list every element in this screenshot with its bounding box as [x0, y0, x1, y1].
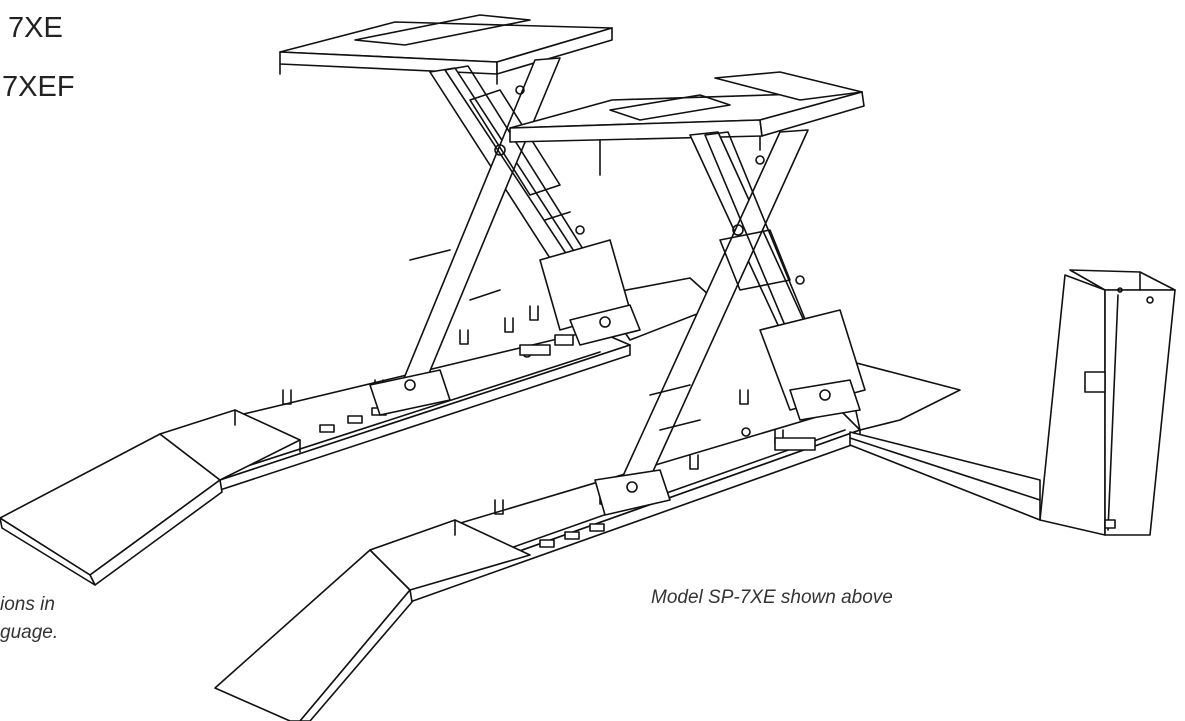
- power-unit-arm: [850, 432, 1040, 520]
- model-label-1: 7XE: [8, 12, 63, 44]
- front-back-ramp: [845, 360, 960, 430]
- model-label-2: 7XEF: [2, 71, 75, 103]
- rear-scissor: [280, 15, 640, 415]
- figure-caption: Model SP-7XE shown above: [651, 587, 893, 608]
- front-scissor: [510, 72, 865, 515]
- caption-left-line-2: guage.: [0, 622, 59, 643]
- power-unit-cabinet: [1040, 270, 1175, 535]
- caption-left-line-1: ions in: [0, 594, 55, 615]
